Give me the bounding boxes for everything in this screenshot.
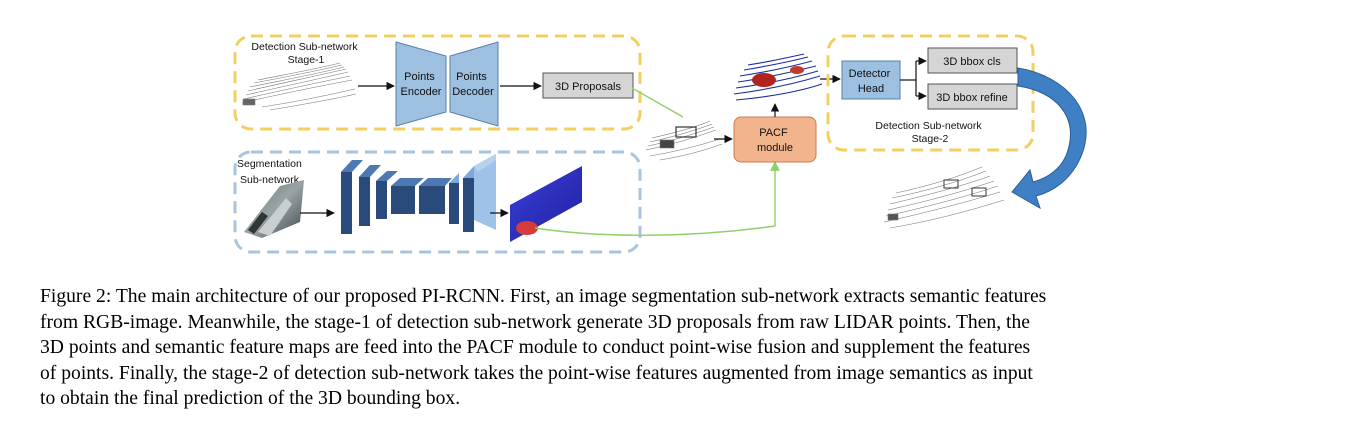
bbox-cls-box [927,47,1018,74]
output-curved-arrow [1011,67,1087,210]
stage1-region [233,34,642,131]
stage1-title: Detection Sub-network Stage-1 [251,41,360,66]
bbox-refine-box [927,83,1018,110]
fused-pointcloud [733,53,823,101]
points-decoder [449,41,499,127]
proposal-pointcloud [645,120,723,161]
points-encoder [395,41,447,127]
points-encoder-label: Points Encoder [401,71,442,98]
pacf-module [733,116,817,163]
segmentation-region [233,150,642,254]
proposals-label: 3D Proposals [555,81,622,93]
caption-line: 3D points and semantic feature maps are … [40,337,1031,359]
architecture-diagram: Detection Sub-network Stage-1 Points Enc… [233,34,1087,254]
proposals-box [542,72,634,99]
proposals-to-fusion-connector [631,87,684,118]
stage2-region [826,34,1035,152]
segmentation-title: Segmentation Sub-network [237,158,305,186]
semantic-feature-map [510,166,582,242]
figure-caption: Figure 2: The main architecture of our p… [40,284,1310,412]
rgb-input-image [244,180,304,238]
detector-head-label: Detector Head [849,68,894,95]
final-detection-pointcloud [883,166,1005,229]
caption-line: from RGB-image. Meanwhile, the stage-1 o… [40,311,1030,333]
pacf-module-label: PACF module [757,127,793,154]
bbox-refine-label: 3D bbox refine [936,92,1008,104]
caption-line: to obtain the final prediction of the 3D… [40,388,461,410]
lidar-pointcloud-stage1 [241,62,357,111]
segmap-to-pacf-connector [534,161,780,236]
stage2-title: Detection Sub-network Stage-2 [875,120,984,145]
points-decoder-label: Points Decoder [452,71,494,98]
cnn-segmentation-network [341,154,496,234]
caption-line: of points. Finally, the stage-2 of detec… [40,362,1033,384]
bbox-cls-label: 3D bbox cls [943,56,1001,68]
caption-line: Figure 2: The main architecture of our p… [40,286,1047,307]
